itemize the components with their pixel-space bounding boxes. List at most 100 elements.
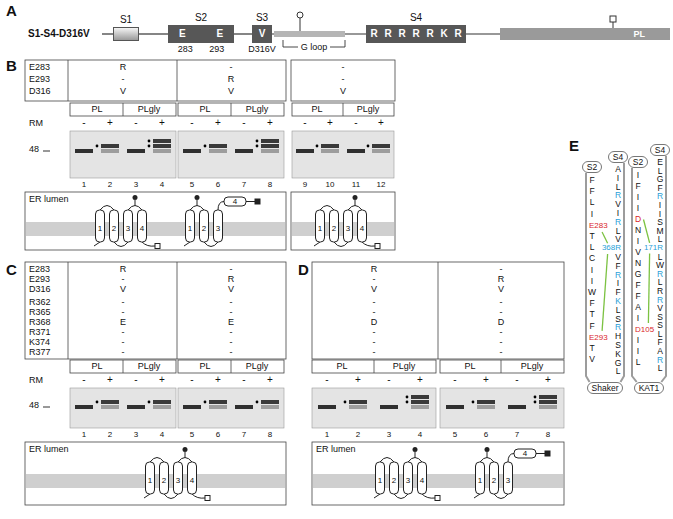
glycosylation-site bbox=[375, 244, 380, 249]
helix-cylinder bbox=[124, 210, 133, 242]
loop-line bbox=[422, 494, 435, 498]
lane-number: 4 bbox=[160, 181, 164, 189]
residue-cell: - bbox=[122, 328, 125, 337]
helix-number: 3 bbox=[216, 225, 220, 233]
residue-cell: - bbox=[122, 308, 125, 317]
segment-label: E E bbox=[179, 29, 223, 39]
treatment-sign: - bbox=[190, 118, 193, 128]
residue-cell: - bbox=[122, 275, 125, 284]
segment-label: R R R R R K R bbox=[370, 29, 461, 39]
sequence-residues: N I V N G F F A I bbox=[634, 225, 643, 324]
gel-image bbox=[292, 131, 394, 178]
treatment-sign: + bbox=[267, 375, 273, 385]
residue-cell: - bbox=[122, 348, 125, 357]
sample-name: PLgly bbox=[393, 362, 416, 371]
glycan-symbol bbox=[297, 12, 303, 18]
lane-number: 5 bbox=[453, 431, 457, 439]
compartment-label: ER lumen bbox=[29, 195, 69, 204]
helix-number: 3 bbox=[406, 477, 410, 485]
glycan-symbol bbox=[485, 447, 490, 452]
glycosylated-band bbox=[209, 144, 227, 148]
sequence-residues: R bbox=[614, 271, 623, 280]
treatment-sign: - bbox=[134, 375, 137, 385]
lane-number: 4 bbox=[418, 431, 422, 439]
loop-line bbox=[474, 494, 480, 498]
sequence-residues: L bbox=[656, 278, 665, 287]
loop-line bbox=[128, 206, 142, 211]
glycosylation-dot bbox=[256, 145, 259, 148]
sample-name: PL bbox=[91, 362, 102, 371]
sequence-residues: R bbox=[656, 270, 665, 279]
helix-cylinder bbox=[404, 462, 413, 494]
protein-band bbox=[539, 405, 557, 409]
mutation-name: D316 bbox=[29, 285, 51, 294]
protein-band bbox=[183, 405, 201, 409]
loop-line bbox=[178, 458, 192, 463]
marker-tick bbox=[43, 407, 50, 408]
helix-number: 2 bbox=[112, 225, 116, 233]
glycosylation-dot bbox=[96, 145, 99, 148]
treatment-sign: - bbox=[82, 118, 85, 128]
glycosylation-dot bbox=[96, 401, 99, 404]
loop-line bbox=[218, 202, 224, 211]
sample-name: PLgly bbox=[246, 105, 269, 114]
table-cell bbox=[178, 103, 284, 116]
interaction-line bbox=[602, 232, 608, 243]
mutation-name: E283 bbox=[29, 265, 50, 274]
panel-letter: E bbox=[569, 138, 579, 153]
glycan-symbol bbox=[133, 195, 138, 200]
sample-name: PLgly bbox=[357, 105, 380, 114]
sequence-residues: E L G F bbox=[656, 158, 665, 192]
size-marker: 48 bbox=[29, 145, 39, 154]
glycosylation-dot bbox=[472, 401, 475, 404]
residue-cell: R bbox=[120, 63, 127, 72]
membrane-band bbox=[26, 474, 285, 488]
residue-cell: - bbox=[230, 308, 233, 317]
residue-cell: - bbox=[373, 308, 376, 317]
protein-band bbox=[318, 405, 336, 409]
lane-number: 2 bbox=[356, 431, 360, 439]
treatment-sign: + bbox=[327, 118, 333, 128]
interaction-line bbox=[644, 220, 650, 243]
helix-number: 3 bbox=[346, 225, 350, 233]
helix-cylinder bbox=[418, 462, 427, 494]
helix-cylinder bbox=[390, 462, 399, 494]
sample-name: PL bbox=[336, 362, 347, 371]
segment-name: S3 bbox=[256, 13, 268, 23]
glycan-stick bbox=[300, 18, 301, 31]
segment-label: KAT1 bbox=[639, 384, 660, 393]
loop-line bbox=[94, 242, 100, 246]
glycosylation-dot bbox=[344, 401, 347, 404]
protein-band bbox=[446, 405, 464, 409]
segment-capsule: S4 bbox=[650, 144, 670, 156]
sample-name: PLgly bbox=[138, 105, 161, 114]
axis-label: RM bbox=[29, 376, 43, 385]
loop-line bbox=[394, 494, 408, 499]
segment-box: S1 bbox=[113, 27, 139, 41]
loop-line bbox=[142, 242, 155, 246]
loop-line bbox=[374, 494, 380, 498]
segment-label: V bbox=[259, 29, 266, 39]
helix-cylinder bbox=[316, 210, 325, 242]
helix-cylinder bbox=[490, 462, 499, 494]
segment-label: S4 bbox=[655, 146, 665, 155]
treatment-sign: + bbox=[107, 375, 113, 385]
glycosylation-site bbox=[435, 496, 440, 501]
glycosylation-dot bbox=[316, 145, 319, 148]
residue-cell: - bbox=[342, 75, 345, 84]
mutation-name: R368 bbox=[29, 318, 51, 327]
lane-number: 6 bbox=[216, 431, 220, 439]
glycosylated-band bbox=[321, 144, 339, 148]
glycosylation-site bbox=[545, 451, 550, 456]
glycosylated-band bbox=[261, 400, 279, 404]
segment-label: S2 bbox=[633, 158, 643, 167]
table-frame bbox=[291, 60, 395, 101]
residue-number: D105 bbox=[635, 324, 654, 335]
membrane-band bbox=[313, 474, 563, 488]
segment-name: S4 bbox=[410, 13, 422, 23]
sample-name: PL bbox=[464, 362, 475, 371]
treatment-sign: - bbox=[303, 118, 306, 128]
treatment-sign: + bbox=[159, 118, 165, 128]
residue-cell: E bbox=[120, 318, 126, 327]
protein-band bbox=[153, 405, 171, 409]
